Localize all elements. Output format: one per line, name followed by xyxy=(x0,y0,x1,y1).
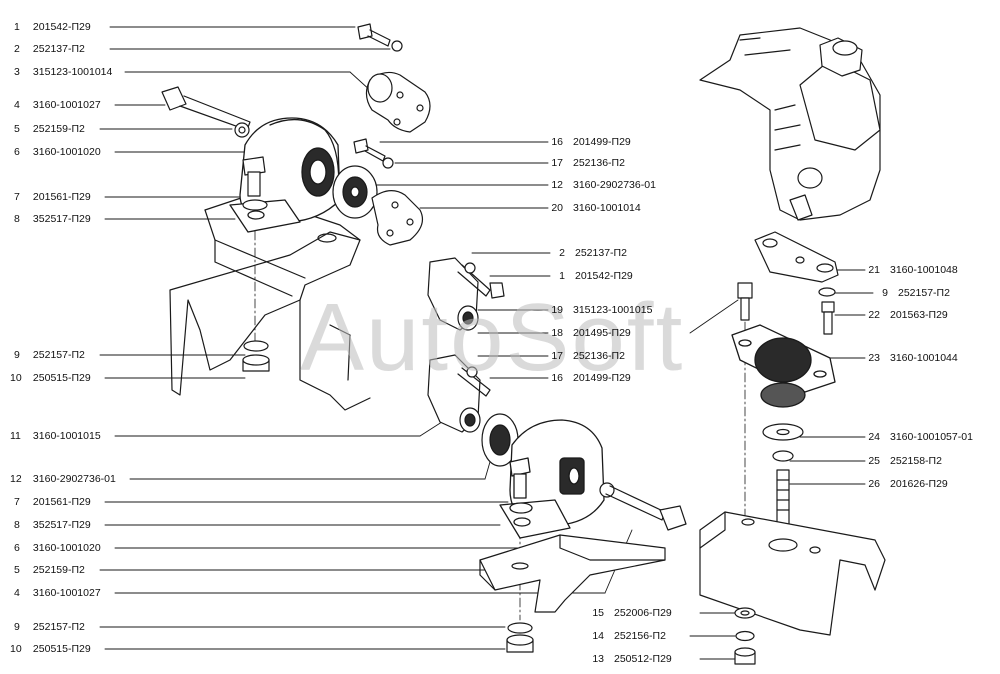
label-left: 9 252157-П2 xyxy=(14,621,85,633)
bracket-20 xyxy=(332,165,423,246)
label-left: 3 315123-1001014 xyxy=(14,66,113,78)
mount-pad-23 xyxy=(731,324,836,408)
label-left: 10 250515-П29 xyxy=(10,643,91,655)
bolt-7-upper xyxy=(242,156,268,211)
label-left: 5 252159-П2 xyxy=(14,564,85,576)
label-left: 11 3160-1001015 xyxy=(10,430,101,442)
lower-mount xyxy=(499,419,605,539)
label-left: 7 201561-П29 xyxy=(14,191,91,203)
bracket-19 xyxy=(427,257,505,331)
bolt-1-top xyxy=(357,23,403,52)
bracket-21 xyxy=(754,231,839,283)
nut-13-stack xyxy=(734,607,756,665)
label-left: 5 252159-П2 xyxy=(14,123,85,135)
gearbox-housing xyxy=(699,27,881,221)
lower-frame xyxy=(479,534,666,613)
bracket-11 xyxy=(427,354,491,433)
bolt-4-lower xyxy=(599,482,687,531)
right-leader-lines xyxy=(689,269,874,660)
nut-10-upper xyxy=(242,340,270,372)
washer-12-lower xyxy=(481,413,519,467)
label-left: 12 3160-2902736-01 xyxy=(10,473,116,485)
bolt-4-upper xyxy=(161,86,251,138)
label-left: 1 201542-П29 xyxy=(14,21,91,33)
label-left: 4 3160-1001027 xyxy=(14,99,101,111)
bracket-3 xyxy=(365,71,431,133)
bolt-upper-right xyxy=(737,282,753,321)
watermark: AutoSoft xyxy=(300,284,685,391)
label-left: 8 352517-П29 xyxy=(14,213,91,225)
right-frame xyxy=(699,511,886,636)
nut-10-lower xyxy=(506,622,534,653)
label-left: 9 252157-П2 xyxy=(14,349,85,361)
label-left: 4 3160-1001027 xyxy=(14,587,101,599)
bolt-22 xyxy=(818,287,836,335)
label-left: 8 352517-П29 xyxy=(14,519,91,531)
mid-leader-lines xyxy=(364,141,551,379)
label-left: 7 201561-П29 xyxy=(14,496,91,508)
washer-24-25 xyxy=(762,423,804,462)
left-leader-lines xyxy=(99,26,633,650)
label-left: 2 252137-П2 xyxy=(14,43,85,55)
bolt-16-upper xyxy=(353,138,394,169)
label-left: 10 250515-П29 xyxy=(10,372,91,384)
label-left: 6 3160-1001020 xyxy=(14,542,101,554)
label-left: 6 3160-1001020 xyxy=(14,146,101,158)
